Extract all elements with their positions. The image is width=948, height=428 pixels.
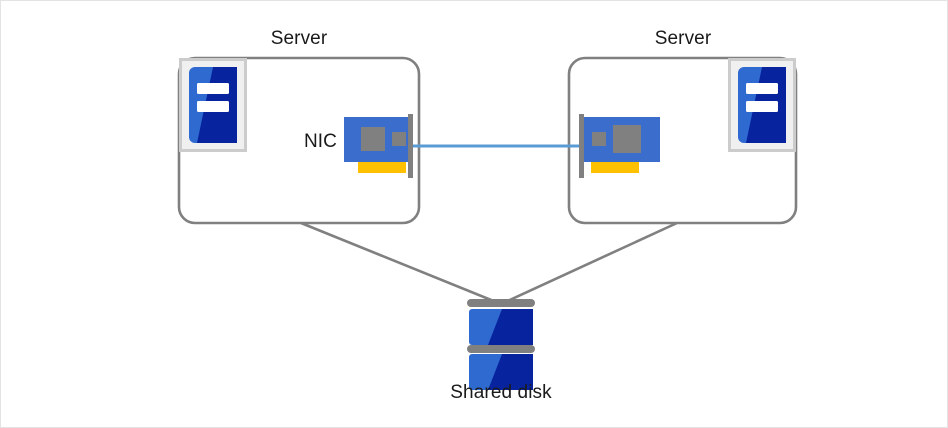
nic-label: NIC bbox=[303, 131, 337, 152]
disk-stack-icon bbox=[467, 299, 535, 390]
storage-link-left bbox=[300, 221, 502, 306]
nic-card-icon bbox=[344, 114, 413, 178]
server-left-label: Server bbox=[270, 28, 328, 49]
server-icon bbox=[728, 58, 796, 152]
shared-disk-label: Shared disk bbox=[450, 382, 552, 403]
server-right-label: Server bbox=[654, 28, 712, 49]
nic-card-icon bbox=[579, 114, 660, 178]
storage-link-right bbox=[500, 221, 678, 306]
server-icon bbox=[179, 58, 247, 152]
